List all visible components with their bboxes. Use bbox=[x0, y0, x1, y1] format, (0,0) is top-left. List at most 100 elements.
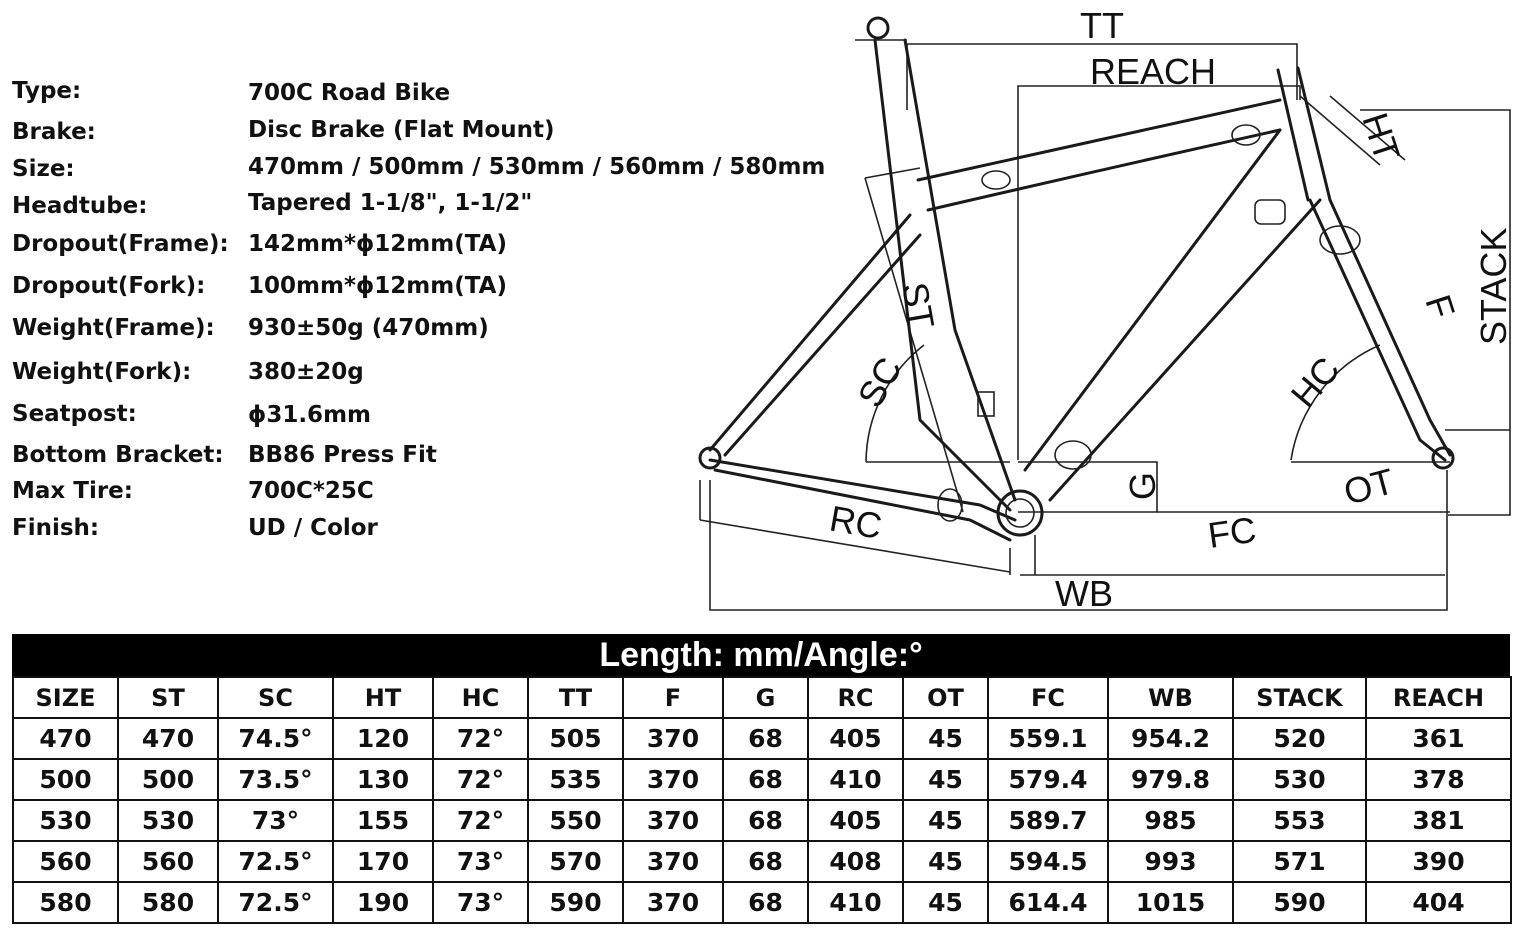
spec-value-dropout-fork: 100mm*ϕ12mm(TA) bbox=[248, 273, 507, 299]
table-cell: 72° bbox=[432, 799, 529, 842]
spec-value-size: 470mm / 500mm / 530mm / 560mm / 580mm bbox=[248, 154, 826, 180]
spec-value-weight-fork: 380±20g bbox=[248, 359, 364, 385]
table-cell: 170 bbox=[332, 840, 434, 883]
table-cell: 68 bbox=[722, 758, 809, 801]
table-cell: 560 bbox=[12, 840, 119, 883]
table-cell: 614.4 bbox=[987, 881, 1109, 924]
label-stack: STACK bbox=[1473, 228, 1514, 345]
table-cell: 45 bbox=[902, 840, 989, 883]
label-sc: SC bbox=[849, 350, 910, 414]
table-cell: 68 bbox=[722, 799, 809, 842]
table-cell: 500 bbox=[117, 758, 219, 801]
table-cell: 520 bbox=[1232, 717, 1367, 760]
label-wb: WB bbox=[1055, 573, 1113, 614]
spec-label-dropout-frame: Dropout(Frame): bbox=[12, 231, 229, 257]
table-row: 580 580 72.5° 190 73° 590 370 68 410 45 … bbox=[12, 881, 1512, 924]
spec-label-headtube: Headtube: bbox=[12, 193, 148, 219]
table-cell: 72° bbox=[432, 758, 529, 801]
table-cell: 370 bbox=[622, 717, 724, 760]
table-cell: 73° bbox=[432, 881, 529, 924]
col-header: SC bbox=[217, 676, 334, 719]
geometry-table: Length: mm/Angle:° SIZE ST SC HT HC TT F… bbox=[12, 634, 1512, 924]
spec-value-seatpost: ϕ31.6mm bbox=[248, 402, 371, 428]
table-cell: 68 bbox=[722, 881, 809, 924]
table-cell: 505 bbox=[527, 717, 624, 760]
table-cell: 410 bbox=[807, 758, 904, 801]
col-header: FC bbox=[987, 676, 1109, 719]
table-cell: 405 bbox=[807, 799, 904, 842]
table-cell: 590 bbox=[1232, 881, 1367, 924]
table-cell: 74.5° bbox=[217, 717, 334, 760]
table-cell: 68 bbox=[722, 840, 809, 883]
label-f: F bbox=[1417, 290, 1463, 324]
table-cell: 530 bbox=[12, 799, 119, 842]
table-cell: 594.5 bbox=[987, 840, 1109, 883]
spec-value-brake: Disc Brake (Flat Mount) bbox=[248, 117, 555, 143]
geometry-data-table: SIZE ST SC HT HC TT F G RC OT FC WB STAC… bbox=[12, 676, 1512, 924]
table-cell: 559.1 bbox=[987, 717, 1109, 760]
table-cell: 361 bbox=[1365, 717, 1512, 760]
spec-value-finish: UD / Color bbox=[248, 515, 378, 541]
spec-label-max-tire: Max Tire: bbox=[12, 478, 133, 504]
table-cell: 579.4 bbox=[987, 758, 1109, 801]
dimension-labels: TT REACH HT STACK ST F SC HC G OT RC FC … bbox=[827, 5, 1514, 614]
table-cell: 130 bbox=[332, 758, 434, 801]
table-cell: 155 bbox=[332, 799, 434, 842]
table-cell: 553 bbox=[1232, 799, 1367, 842]
table-cell: 500 bbox=[12, 758, 119, 801]
spec-value-max-tire: 700C*25C bbox=[248, 478, 374, 504]
table-cell: 378 bbox=[1365, 758, 1512, 801]
spec-value-headtube: Tapered 1-1/8", 1-1/2" bbox=[248, 190, 533, 216]
table-cell: 410 bbox=[807, 881, 904, 924]
table-cell: 530 bbox=[1232, 758, 1367, 801]
table-cell: 580 bbox=[117, 881, 219, 924]
col-header: F bbox=[622, 676, 724, 719]
table-cell: 985 bbox=[1107, 799, 1234, 842]
table-header-bar bbox=[12, 634, 1510, 676]
table-cell: 45 bbox=[902, 799, 989, 842]
table-row: 560 560 72.5° 170 73° 570 370 68 408 45 … bbox=[12, 840, 1512, 883]
table-cell: 979.8 bbox=[1107, 758, 1234, 801]
table-cell: 190 bbox=[332, 881, 434, 924]
label-ht: HT bbox=[1354, 108, 1408, 166]
table-cell: 589.7 bbox=[987, 799, 1109, 842]
spec-label-weight-frame: Weight(Frame): bbox=[12, 315, 215, 341]
col-header: ST bbox=[117, 676, 219, 719]
label-fc: FC bbox=[1205, 509, 1258, 556]
label-tt: TT bbox=[1080, 5, 1124, 46]
table-cell: 45 bbox=[902, 881, 989, 924]
table-row: 500 500 73.5° 130 72° 535 370 68 410 45 … bbox=[12, 758, 1512, 801]
spec-label-dropout-fork: Dropout(Fork): bbox=[12, 273, 206, 299]
table-cell: 535 bbox=[527, 758, 624, 801]
table-cell: 580 bbox=[12, 881, 119, 924]
spec-label-brake: Brake: bbox=[12, 119, 96, 145]
table-cell: 370 bbox=[622, 799, 724, 842]
label-ot: OT bbox=[1339, 460, 1398, 513]
table-cell: 590 bbox=[527, 881, 624, 924]
table-cell: 530 bbox=[117, 799, 219, 842]
table-title: Length: mm/Angle:° bbox=[599, 636, 923, 674]
table-cell: 370 bbox=[622, 758, 724, 801]
table-cell: 408 bbox=[807, 840, 904, 883]
label-st: ST bbox=[894, 279, 942, 331]
spec-label-bottom-bracket: Bottom Bracket: bbox=[12, 442, 224, 468]
col-header: G bbox=[722, 676, 809, 719]
spec-label-type: Type: bbox=[12, 78, 82, 104]
bike-frame bbox=[698, 16, 1455, 542]
col-header: SIZE bbox=[12, 676, 119, 719]
table-cell: 1015 bbox=[1107, 881, 1234, 924]
label-hc: HC bbox=[1283, 349, 1348, 415]
col-header: RC bbox=[807, 676, 904, 719]
table-cell: 68 bbox=[722, 717, 809, 760]
col-header: TT bbox=[527, 676, 624, 719]
table-cell: 381 bbox=[1365, 799, 1512, 842]
frame-geometry-diagram: TT REACH HT STACK ST F SC HC G OT RC FC … bbox=[680, 0, 1525, 625]
table-cell: 405 bbox=[807, 717, 904, 760]
spec-list: Type: 700C Road Bike Brake: Disc Brake (… bbox=[0, 0, 840, 600]
spec-value-type: 700C Road Bike bbox=[248, 80, 451, 106]
table-cell: 45 bbox=[902, 717, 989, 760]
col-header: WB bbox=[1107, 676, 1234, 719]
table-cell: 390 bbox=[1365, 840, 1512, 883]
table-cell: 72° bbox=[432, 717, 529, 760]
spec-value-weight-frame: 930±50g (470mm) bbox=[248, 315, 489, 341]
